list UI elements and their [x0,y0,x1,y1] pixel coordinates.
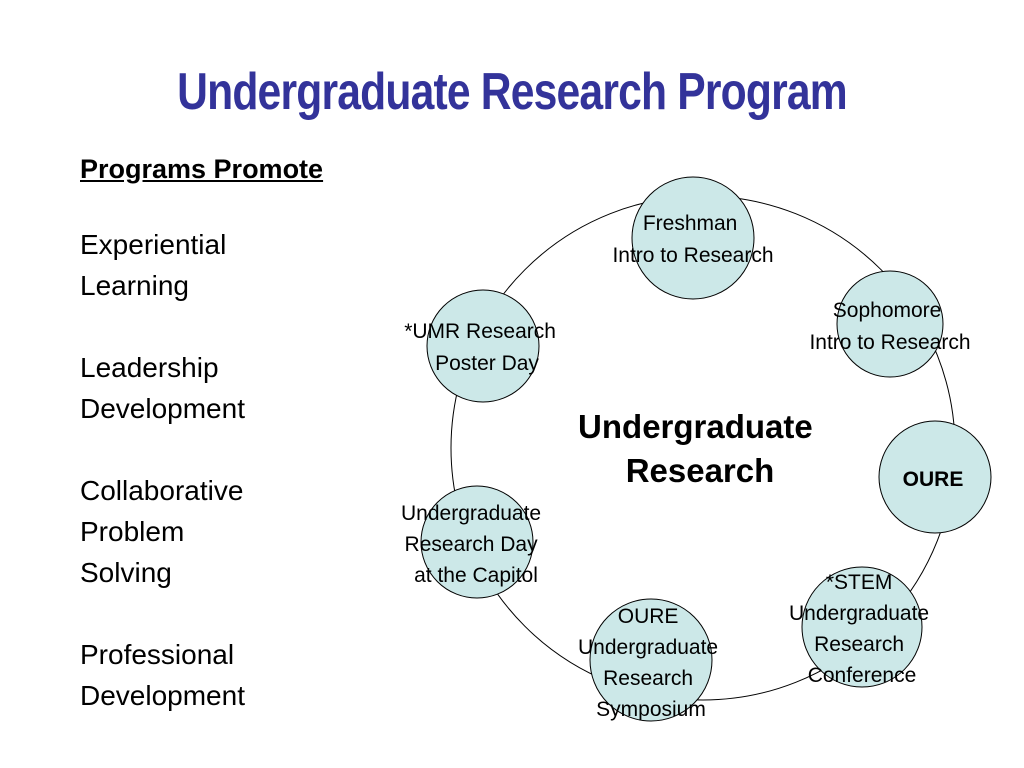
node-label-umr-poster: *UMR Research Poster Day [404,320,562,375]
promote-list: Experiential Learning Leadership Develop… [80,224,380,757]
node-circle-freshman [631,176,755,300]
node-label-line: Undergraduate [578,636,718,659]
node-circle-oure [878,420,992,534]
node-label-line: Intro to Research [809,331,970,354]
promote-item-leadership: Leadership Development [80,347,380,429]
promote-line: Development [80,680,245,711]
promote-line: Development [80,393,245,424]
node-label-oure: OURE [903,468,964,491]
promote-item-experiential: Experiential Learning [80,224,380,306]
promote-item-collaborative: Collaborative Problem Solving [80,470,380,593]
node-label-line: Intro to Research [612,244,773,267]
promote-line: Collaborative [80,475,244,506]
node-label-line: Conference [808,664,917,687]
node-circle-sophomore [836,270,944,378]
node-label-line: *UMR Research [404,320,556,343]
center-label-line: Research [626,452,775,489]
node-circle-oure-symposium [589,598,713,722]
node-circle-umr-poster [426,289,540,403]
promote-line: Learning [80,270,189,301]
node-label-line: Undergraduate [401,502,541,525]
promote-line: Solving [80,557,172,588]
node-label-line: Sophomore [833,299,942,322]
promote-line: Professional [80,639,235,670]
page-title: Undergraduate Research Program [177,63,848,121]
center-label-line: Undergraduate [578,408,813,445]
node-circle-stem [801,566,923,688]
node-label-sophomore: Sophomore Intro to Research [809,299,970,354]
node-label-capitol-day: Undergraduate Research Day at the Capito… [401,502,547,587]
node-label-oure-symposium: OURE Undergraduate Research Symposium [578,605,724,721]
programs-promote-heading: Programs Promote [80,154,324,184]
node-label-line: Research Day [405,533,539,556]
node-label-line: Freshman [643,212,738,235]
center-label: Undergraduate Research [578,408,822,489]
node-label-line: OURE [903,468,964,491]
promote-line: Leadership [80,352,219,383]
node-label-line: *STEM [826,571,893,594]
node-label-line: Symposium [596,698,706,721]
node-label-stem: *STEM Undergraduate Research Conference [789,571,935,687]
promote-item-professional: Professional Development [80,634,380,716]
node-label-freshman: Freshman Intro to Research [612,212,773,267]
node-label-line: Undergraduate [789,602,929,625]
node-circle-capitol-day [420,485,534,599]
promote-line: Experiential [80,229,227,260]
node-label-line: Research [814,633,904,656]
node-label-line: OURE [618,605,679,628]
node-label-line: Poster Day [435,352,539,375]
node-label-line: Research [603,667,693,690]
node-label-line: at the Capitol [414,564,538,587]
promote-line: Problem [80,516,185,547]
